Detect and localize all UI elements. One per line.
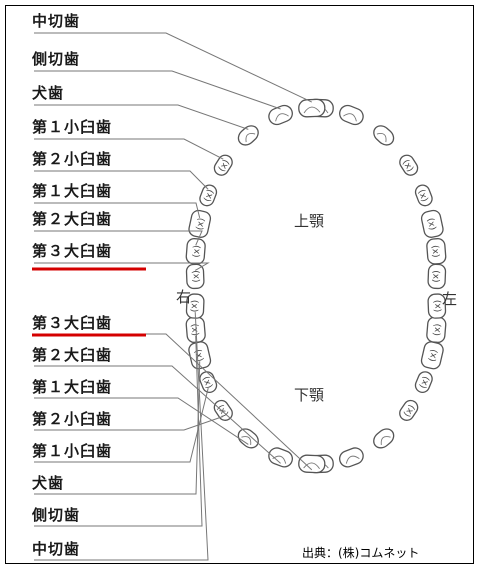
lower-left-first-molar-tooth: (x) bbox=[420, 341, 444, 370]
label-lower-first-premolar: 第１小臼歯 bbox=[32, 442, 113, 460]
lower-left-second-premolar-tooth: (x) bbox=[414, 371, 433, 393]
source-credit: 出典：(株)コムネット bbox=[302, 546, 420, 560]
svg-text:(x): (x) bbox=[430, 270, 440, 283]
leader-line-upper-second-premolar bbox=[34, 170, 209, 190]
label-upper-first-premolar: 第１小臼歯 bbox=[32, 118, 113, 136]
leader-line-upper-canine bbox=[34, 104, 249, 130]
lower-left-lateral-incisor-tooth bbox=[339, 447, 364, 468]
svg-text:(x): (x) bbox=[191, 270, 201, 283]
upper-left-lateral-incisor-tooth bbox=[339, 104, 364, 126]
svg-text:(x): (x) bbox=[429, 245, 440, 258]
svg-text:(x): (x) bbox=[433, 300, 444, 313]
leader-line-upper-central-incisor bbox=[34, 32, 313, 103]
lower-right-central-incisor-tooth bbox=[298, 454, 326, 474]
leader-line-upper-second-molar bbox=[34, 230, 203, 246]
upper-left-second-molar-tooth: (x) bbox=[426, 238, 447, 265]
svg-text:(x): (x) bbox=[432, 323, 443, 336]
svg-text:(x): (x) bbox=[416, 188, 430, 203]
svg-text:(x): (x) bbox=[192, 348, 205, 362]
right-side-label: 右 bbox=[176, 288, 192, 306]
svg-text:(x): (x) bbox=[188, 300, 199, 313]
label-lower-first-molar: 第１大臼歯 bbox=[32, 378, 113, 396]
leader-line-upper-first-premolar bbox=[34, 138, 224, 160]
label-lower-third-molar: 第３大臼歯 bbox=[32, 314, 113, 332]
label-upper-canine: 犬歯 bbox=[32, 84, 65, 102]
dental-chart: (x) (x) (x) (x) (x) (x) (x) (x) (x) (x) (x) (x) (x) (… bbox=[32, 32, 447, 561]
lower-right-canine-tooth bbox=[237, 428, 259, 449]
label-lower-second-molar: 第２大臼歯 bbox=[32, 346, 113, 364]
svg-text:(x): (x) bbox=[189, 323, 200, 336]
lower-jaw-label: 下顎 bbox=[294, 386, 325, 404]
leader-line-lower-lateral-incisor bbox=[34, 365, 281, 464]
upper-right-first-premolar-tooth: (x) bbox=[213, 154, 233, 176]
svg-text:(x): (x) bbox=[427, 348, 440, 362]
label-upper-third-molar: 第３大臼歯 bbox=[32, 242, 113, 260]
upper-right-canine-tooth bbox=[237, 125, 259, 146]
svg-text:(x): (x) bbox=[425, 217, 437, 231]
svg-text:(x): (x) bbox=[200, 375, 214, 390]
label-upper-second-molar: 第２大臼歯 bbox=[32, 210, 113, 228]
upper-jaw-label: 上顎 bbox=[294, 212, 325, 230]
svg-text:(x): (x) bbox=[192, 245, 203, 258]
leader-line-lower-first-premolar bbox=[34, 415, 224, 431]
upper-right-third-molar-tooth: (x) bbox=[185, 263, 205, 290]
label-upper-central-incisor: 中切歯 bbox=[32, 12, 81, 30]
upper-right-second-molar-tooth: (x) bbox=[185, 238, 206, 265]
lower-left-canine-tooth bbox=[373, 428, 395, 449]
upper-right-central-incisor-tooth bbox=[298, 98, 326, 118]
upper-left-second-premolar-tooth: (x) bbox=[414, 184, 433, 207]
left-side-label: 左 bbox=[442, 290, 458, 308]
label-lower-lateral-incisor: 側切歯 bbox=[32, 506, 81, 524]
label-lower-central-incisor: 中切歯 bbox=[32, 540, 81, 558]
leader-line-upper-lateral-incisor bbox=[34, 70, 281, 110]
label-upper-first-molar: 第１大臼歯 bbox=[32, 182, 113, 200]
svg-text:(x): (x) bbox=[195, 217, 207, 231]
leader-line-upper-first-molar bbox=[34, 202, 201, 219]
upper-right-lateral-incisor-tooth bbox=[268, 104, 293, 126]
leader-line-lower-second-molar bbox=[34, 335, 203, 527]
diagram-frame: (x) (x) (x) (x) (x) (x) (x) (x) (x) (x) (x) (x) (x) (… bbox=[5, 5, 474, 564]
leader-line-upper-third-molar bbox=[34, 262, 210, 271]
label-lower-second-premolar: 第２小臼歯 bbox=[32, 410, 113, 428]
svg-text:(x): (x) bbox=[418, 375, 432, 390]
upper-left-first-premolar-tooth: (x) bbox=[399, 154, 419, 176]
upper-left-first-molar-tooth: (x) bbox=[420, 209, 444, 238]
leader-line-lower-third-molar bbox=[34, 312, 209, 561]
label-upper-lateral-incisor: 側切歯 bbox=[32, 50, 81, 68]
label-upper-second-premolar: 第２小臼歯 bbox=[32, 150, 113, 168]
lower-left-first-premolar-tooth: (x) bbox=[399, 399, 419, 421]
lower-right-lateral-incisor-tooth bbox=[268, 447, 293, 468]
lower-left-second-molar-tooth: (x) bbox=[426, 316, 447, 343]
upper-right-second-premolar-tooth: (x) bbox=[199, 184, 218, 207]
upper-left-canine-tooth bbox=[373, 125, 395, 146]
upper-right-first-molar-tooth: (x) bbox=[188, 209, 212, 238]
svg-text:(x): (x) bbox=[203, 188, 217, 203]
leader-line-lower-second-premolar bbox=[34, 387, 209, 463]
upper-left-third-molar-tooth: (x) bbox=[427, 263, 447, 290]
lower-left-third-molar-tooth: (x) bbox=[427, 293, 447, 319]
lower-right-third-molar-tooth: (x) bbox=[185, 293, 205, 319]
label-lower-canine: 犬歯 bbox=[32, 474, 65, 492]
leader-line-lower-canine bbox=[34, 397, 249, 445]
